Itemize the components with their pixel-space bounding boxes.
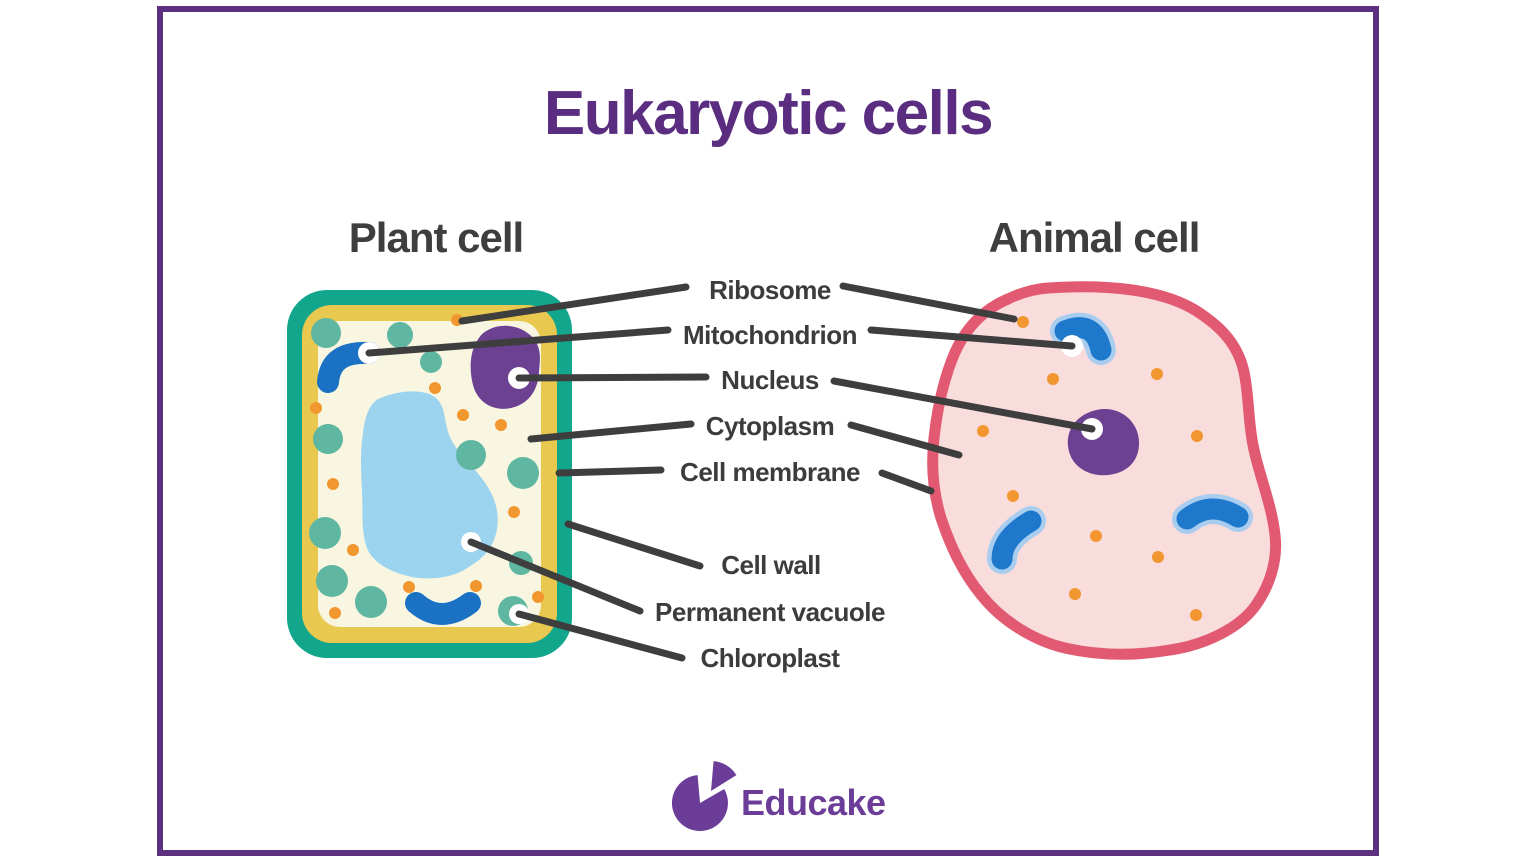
ribosome-dot: [1017, 316, 1029, 328]
plant-cell-illustration: [287, 290, 572, 658]
animal-ribosome-group: [977, 316, 1203, 621]
pointer-cell-membrane-animal: [878, 469, 935, 495]
label-ribosome: Ribosome: [709, 275, 831, 305]
plant-cell-heading: Plant cell: [349, 214, 523, 261]
brand-name: Educake: [741, 782, 886, 823]
chloroplast-shape: [316, 565, 348, 597]
ribosome-dot: [1047, 373, 1059, 385]
ribosome-dot: [1069, 588, 1081, 600]
pointer-mitochondrion-plant: [365, 326, 672, 357]
educake-pie-slice-icon: [711, 761, 737, 791]
mitochondrion-shape: [405, 592, 481, 625]
chloroplast-shape: [355, 586, 387, 618]
ribosome-dot: [429, 382, 441, 394]
label-cell-wall: Cell wall: [721, 550, 821, 580]
mitochondrion-shape: [1176, 498, 1249, 530]
ribosome-dot: [347, 544, 359, 556]
mitochondrion-shape: [1054, 317, 1112, 361]
permanent-vacuole-shape: [361, 391, 498, 579]
animal-mitochondria-group: [987, 312, 1253, 574]
pointer-cell-wall-plant: [564, 520, 704, 570]
educake-pie-icon: [671, 775, 728, 832]
ribosome-dot: [508, 506, 520, 518]
label-nucleus: Nucleus: [721, 365, 819, 395]
chloroplast-shape: [507, 457, 539, 489]
ribosome-dot: [1190, 609, 1202, 621]
ribosome-dot: [457, 409, 469, 421]
educake-logo: Educake: [671, 761, 886, 832]
ribosome-dot: [532, 591, 544, 603]
pointer-ribosome-animal: [839, 282, 1018, 323]
ribosome-dot: [403, 581, 415, 593]
mitochondrion-shape: [991, 510, 1042, 570]
animal-cell-illustration: [927, 281, 1282, 660]
ribosome-dot: [470, 580, 482, 592]
chloroplast-shape: [456, 440, 486, 470]
ribosome-dot: [977, 425, 989, 437]
ribosome-dot: [1152, 551, 1164, 563]
chloroplast-shape: [387, 322, 413, 348]
ribosome-dot: [495, 419, 507, 431]
chloroplast-shape: [311, 318, 341, 348]
pointer-chloroplast-plant: [515, 610, 686, 662]
pointer-nucleus-animal: [830, 377, 1096, 433]
pointer-cytoplasm-animal: [847, 421, 963, 459]
pointer-cell-membrane-plant: [555, 466, 665, 477]
label-mitochondrion: Mitochondrion: [683, 320, 857, 350]
organelle-labels: Ribosome Mitochondrion Nucleus Cytoplasm…: [655, 275, 885, 673]
animal-cell-heading: Animal cell: [989, 214, 1200, 261]
pointer-mitochondrion-animal: [867, 326, 1076, 350]
ribosome-dot: [1151, 368, 1163, 380]
ribosome-dot: [310, 402, 322, 414]
ribosome-dot: [327, 478, 339, 490]
animal-nucleus-shape: [1067, 408, 1140, 476]
chloroplast-shape: [420, 351, 442, 373]
label-cytoplasm: Cytoplasm: [706, 411, 834, 441]
pointer-lines: [358, 282, 1103, 662]
page-title: Eukaryotic cells: [544, 79, 992, 148]
ribosome-dot: [1007, 490, 1019, 502]
pointer-cytoplasm-plant: [527, 420, 695, 443]
pointer-nucleus-plant: [515, 373, 710, 382]
ribosome-dot: [1090, 530, 1102, 542]
ribosome-dot: [1191, 430, 1203, 442]
pointer-permanent-vacuole-plant: [467, 538, 644, 615]
chloroplast-shape: [313, 424, 343, 454]
label-permanent-vacuole: Permanent vacuole: [655, 597, 885, 627]
ribosome-dot: [329, 607, 341, 619]
pointer-ribosome-plant: [458, 283, 690, 325]
chloroplast-shape: [309, 517, 341, 549]
label-cell-membrane: Cell membrane: [680, 457, 860, 487]
label-chloroplast: Chloroplast: [701, 643, 841, 673]
